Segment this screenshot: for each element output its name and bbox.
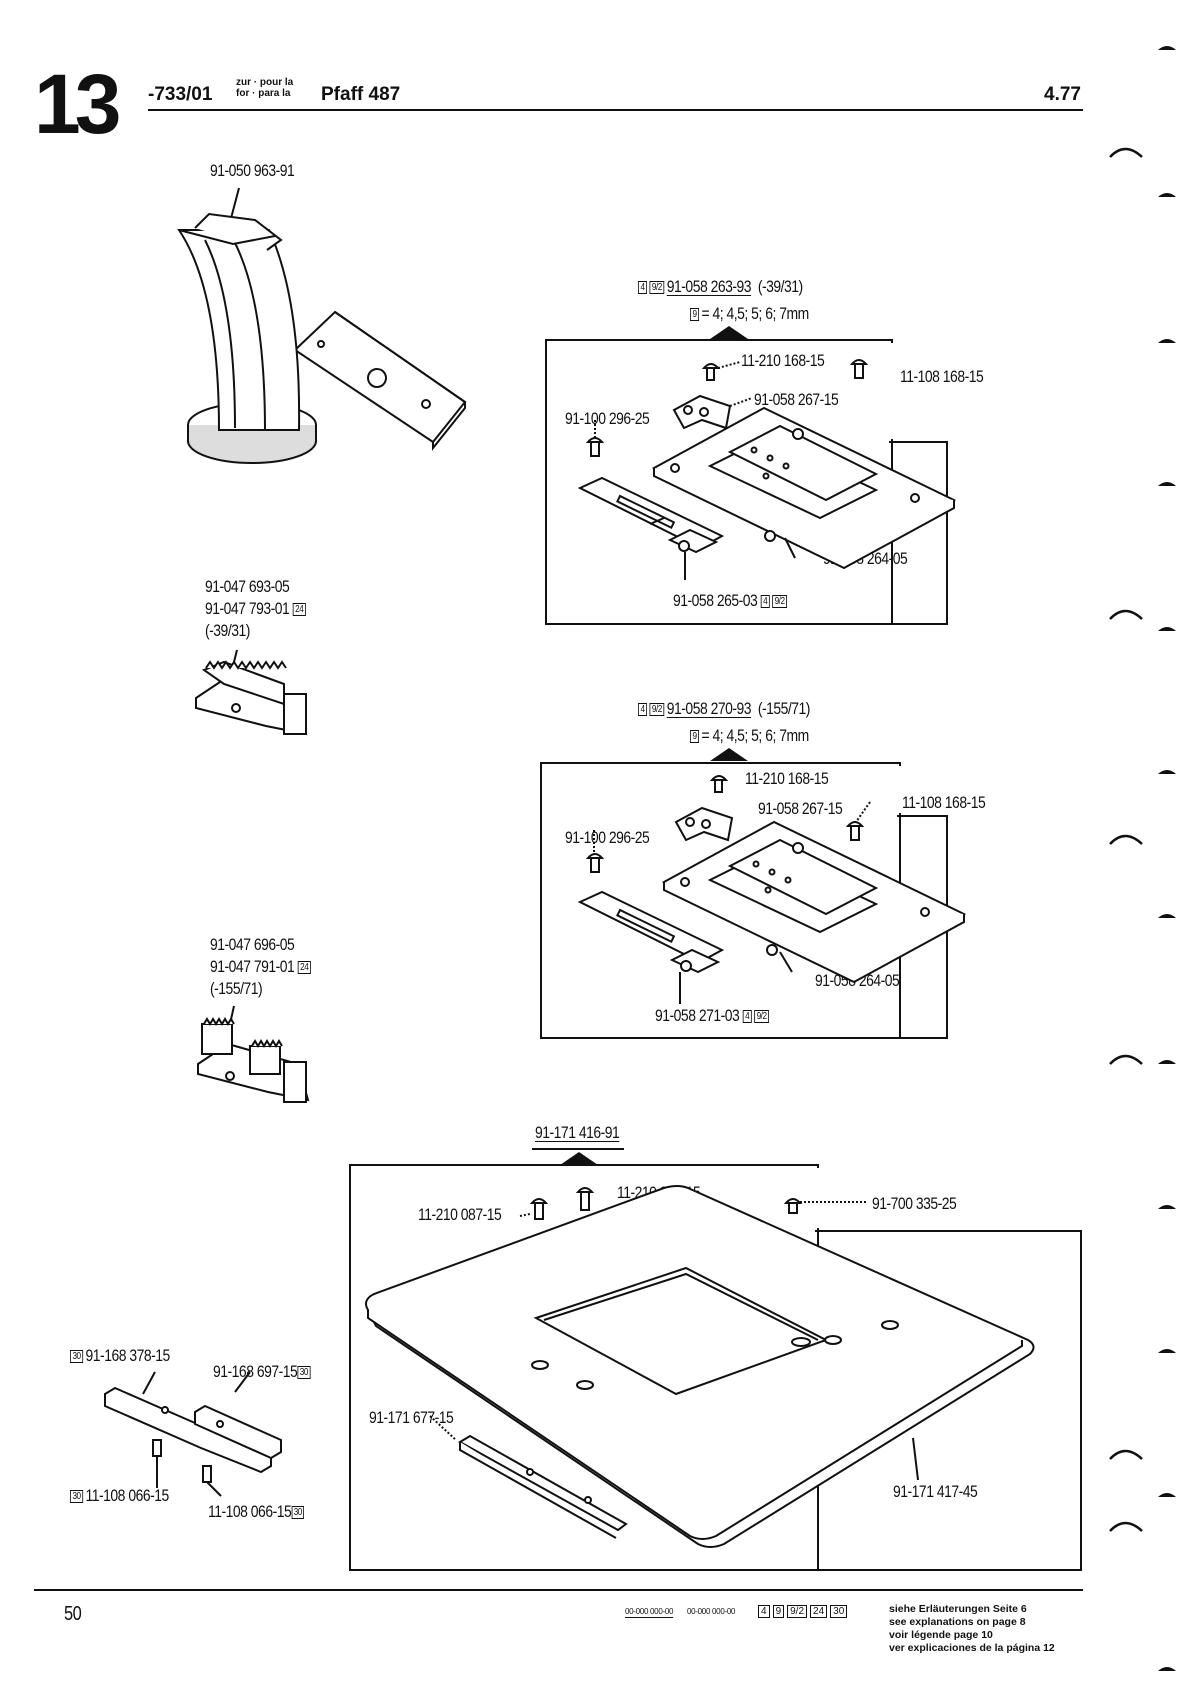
strips-drawing (104, 1371, 282, 1497)
badge-30: 30 (70, 1350, 84, 1363)
page-number: 50 (64, 1603, 82, 1625)
needle-plate-guide-drawing (177, 187, 467, 464)
set3-label-screw-c: 91-700 335-25 (872, 1194, 957, 1213)
set3-label-plate: 91-171 417-45 (893, 1482, 978, 1501)
set2-sizes: 9= 4; 4,5; 5; 6; 7mm (690, 727, 809, 744)
set3-slide-plate-drawing (365, 1185, 1035, 1548)
set2-label-screw-top: 11-210 168-15 (745, 769, 829, 788)
badge-9-2: 9/2 (787, 1605, 808, 1618)
footer-notes: siehe Erläuterungen Seite 6 see explanat… (889, 1603, 1055, 1655)
set2-label-screw-right: 11-108 168-15 (902, 793, 986, 812)
set2-label-clamp: 91-058 267-15 (758, 799, 843, 818)
set3-title: 91-171 416-91 (535, 1123, 620, 1142)
badge-4: 4 (760, 595, 770, 608)
badge-24: 24 (297, 961, 311, 974)
feed-dog-drawing-1 (195, 649, 308, 736)
badge-9-2: 9/2 (754, 1010, 769, 1023)
note-es: ver explicaciones de la página 12 (889, 1642, 1055, 1654)
note-fr: voir légende page 10 (889, 1629, 993, 1641)
badge-30: 30 (297, 1366, 311, 1379)
note-en: see explanations on page 8 (889, 1616, 1026, 1628)
badge-4: 4 (758, 1605, 770, 1618)
machine-name: Pfaff 487 (321, 84, 401, 105)
set1-label-screw-left: 91-100 296-25 (565, 409, 650, 428)
set2-needle-plate-drawing (577, 775, 967, 1004)
for-label: zur · pour la for · para la (236, 77, 294, 99)
set1-sizes: 9= 4; 4,5; 5; 6; 7mm (690, 305, 809, 322)
set1-needle-plate-drawing (577, 359, 957, 580)
set1-label-screw-right: 11-108 168-15 (900, 367, 984, 386)
badge-9-2: 9/2 (772, 595, 787, 608)
badge-4: 4 (638, 281, 647, 294)
badge-9: 9 (690, 730, 699, 743)
set1-label-clamp: 91-058 267-15 (754, 390, 839, 409)
badge-30: 30 (70, 1490, 84, 1503)
badge-4: 4 (638, 703, 647, 716)
badge-9: 9 (690, 308, 699, 321)
set3-label-screw-a: 11-210 087-15 (418, 1205, 502, 1224)
badge-9-2: 9/2 (649, 281, 665, 294)
badge-30: 30 (830, 1605, 848, 1618)
part-label-feed-dog-2c: (-155/71) (210, 979, 263, 998)
part-label-feed-dog-1c: (-39/31) (205, 621, 250, 640)
set1-frame-cover (889, 343, 941, 439)
part-label-top-left: 91-050 963-91 (210, 161, 295, 180)
badge-4: 4 (742, 1010, 752, 1023)
set3-title-rule (532, 1148, 624, 1150)
set3-label-strip: 91-171 677-15 (369, 1408, 454, 1427)
set1-frame-ext (889, 441, 948, 625)
set2-pointer (710, 748, 748, 761)
set3-frame-ext (815, 1230, 1082, 1571)
part-label-feed-dog-1: 91-047 693-05 (205, 577, 290, 596)
footer-rule (34, 1589, 1083, 1591)
footer-code-a: 00-000 000-00 (625, 1607, 674, 1616)
note-de: siehe Erläuterungen Seite 6 (889, 1603, 1027, 1615)
badge-24: 24 (292, 603, 306, 616)
badge-24: 24 (810, 1605, 828, 1618)
badge-9: 9 (772, 1605, 785, 1618)
badge-30: 30 (291, 1506, 305, 1519)
feed-dog-drawing-2 (197, 1005, 310, 1103)
footer-code-b: 00-000 000-00 (687, 1607, 736, 1616)
header-rule (148, 109, 1083, 111)
model-code: -733/01 (148, 84, 213, 105)
set2-frame-cover (897, 766, 941, 813)
set1-pointer (710, 326, 748, 339)
issue-date: 4.77 (1044, 84, 1081, 105)
part-label-feed-dog-2: 91-047 696-05 (210, 935, 295, 954)
part-label-feed-dog-1b: 91-047 793-01 24 (205, 600, 308, 617)
set3-frame-cover (815, 1168, 1075, 1228)
set1-label-screw-top: 11-210 168-15 (741, 351, 825, 370)
badge-9-2: 9/2 (649, 703, 665, 716)
part-label-feed-dog-2b: 91-047 791-01 24 (210, 958, 313, 975)
set2-label-screw-left: 91-100 296-25 (565, 828, 650, 847)
set3-pointer (560, 1152, 598, 1165)
chapter-number: 13 (34, 57, 121, 151)
